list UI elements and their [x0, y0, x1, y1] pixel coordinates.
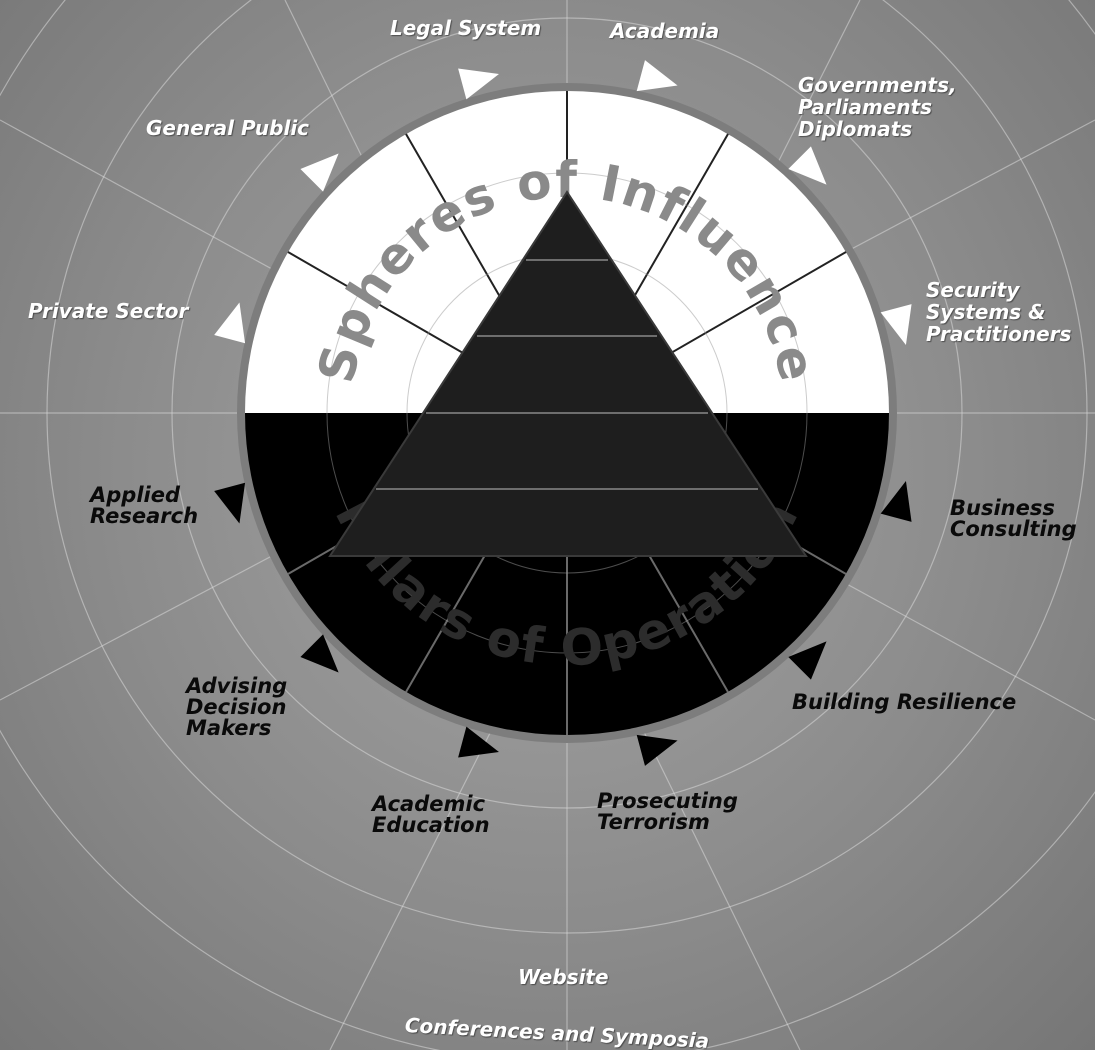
label-makers-line: Makers	[186, 718, 287, 739]
label-legal-system: Legal System	[390, 17, 541, 39]
label-security-systems: Security Systems & Practitioners	[926, 279, 1071, 345]
label-business-consulting: Business Consulting	[950, 498, 1077, 540]
triangle-arrow-icon	[214, 483, 245, 524]
label-advising-decision-makers: Advising Decision Makers	[186, 676, 287, 739]
label-prosecuting-line: Prosecuting	[597, 791, 738, 812]
label-governments-line: Governments,	[798, 74, 957, 96]
label-academic-education: Academic Education	[372, 794, 490, 836]
label-education-line: Education	[372, 815, 490, 836]
label-applied-research: Applied Research	[90, 485, 198, 527]
label-consulting-line: Consulting	[950, 519, 1077, 540]
label-prosecuting-terrorism: Prosecuting Terrorism	[597, 791, 738, 833]
label-applied-line: Applied	[90, 485, 198, 506]
label-security-line: Security	[926, 279, 1071, 301]
label-systems-line: Systems &	[926, 301, 1071, 323]
label-private-sector: Private Sector	[28, 300, 188, 322]
label-diplomats-line: Diplomats	[798, 118, 957, 140]
label-practitioners-line: Practitioners	[926, 323, 1071, 345]
label-academia: Academia	[610, 20, 719, 42]
triangle-arrow-icon	[214, 302, 245, 343]
label-parliaments-line: Parliaments	[798, 96, 957, 118]
triangle-arrow-icon	[637, 735, 678, 766]
label-general-public: General Public	[146, 117, 309, 139]
label-governments: Governments, Parliaments Diplomats	[798, 74, 957, 140]
label-business-line: Business	[950, 498, 1077, 519]
label-website: Website	[518, 966, 609, 988]
label-decision-line: Decision	[186, 697, 287, 718]
triangle-arrow-icon	[637, 60, 678, 91]
label-academic-line: Academic	[372, 794, 490, 815]
label-advising-line: Advising	[186, 676, 287, 697]
label-research-line: Research	[90, 506, 198, 527]
label-terrorism-line: Terrorism	[597, 812, 738, 833]
label-building-resilience: Building Resilience	[792, 692, 1016, 713]
